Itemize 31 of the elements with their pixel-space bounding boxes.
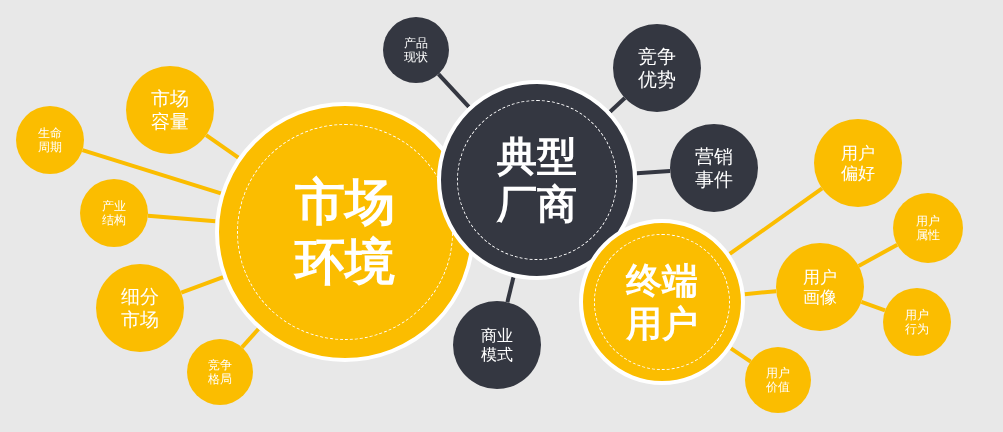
topic-label: 典型厂商 xyxy=(495,132,578,228)
connector-line xyxy=(860,300,886,313)
connector-line xyxy=(147,213,216,224)
topic-label: 竞争优势 xyxy=(637,45,677,91)
connector-line xyxy=(728,186,824,256)
connector-line xyxy=(505,276,516,303)
topic-label: 用户画像 xyxy=(802,266,838,308)
connector-line xyxy=(437,72,471,109)
topic-label: 营销事件 xyxy=(694,145,734,191)
topic-label: 产品现状 xyxy=(403,35,429,65)
topic-label: 商业模式 xyxy=(480,325,514,365)
topic-label: 用户行为 xyxy=(904,307,930,337)
topic-label: 用户偏好 xyxy=(840,142,876,184)
connector-line xyxy=(729,346,752,364)
topic-label: 市场容量 xyxy=(150,87,190,133)
topic-label: 竞争格局 xyxy=(207,357,233,387)
connector-line xyxy=(180,275,224,295)
topic-label: 产业结构 xyxy=(101,198,127,228)
connector-line xyxy=(608,96,627,114)
topic-label: 生命周期 xyxy=(37,125,63,155)
connector-line xyxy=(240,327,260,349)
connector-line xyxy=(744,289,777,297)
topic-label: 用户属性 xyxy=(915,213,941,243)
topic-label: 市场环境 xyxy=(293,172,396,292)
connector-line xyxy=(636,169,671,176)
connector-line xyxy=(204,133,240,160)
topic-label: 细分市场 xyxy=(120,285,160,331)
connector-line xyxy=(857,243,899,268)
topic-label: 用户价值 xyxy=(765,365,791,395)
connector-line xyxy=(81,148,222,196)
topic-label: 终端用户 xyxy=(624,258,699,346)
